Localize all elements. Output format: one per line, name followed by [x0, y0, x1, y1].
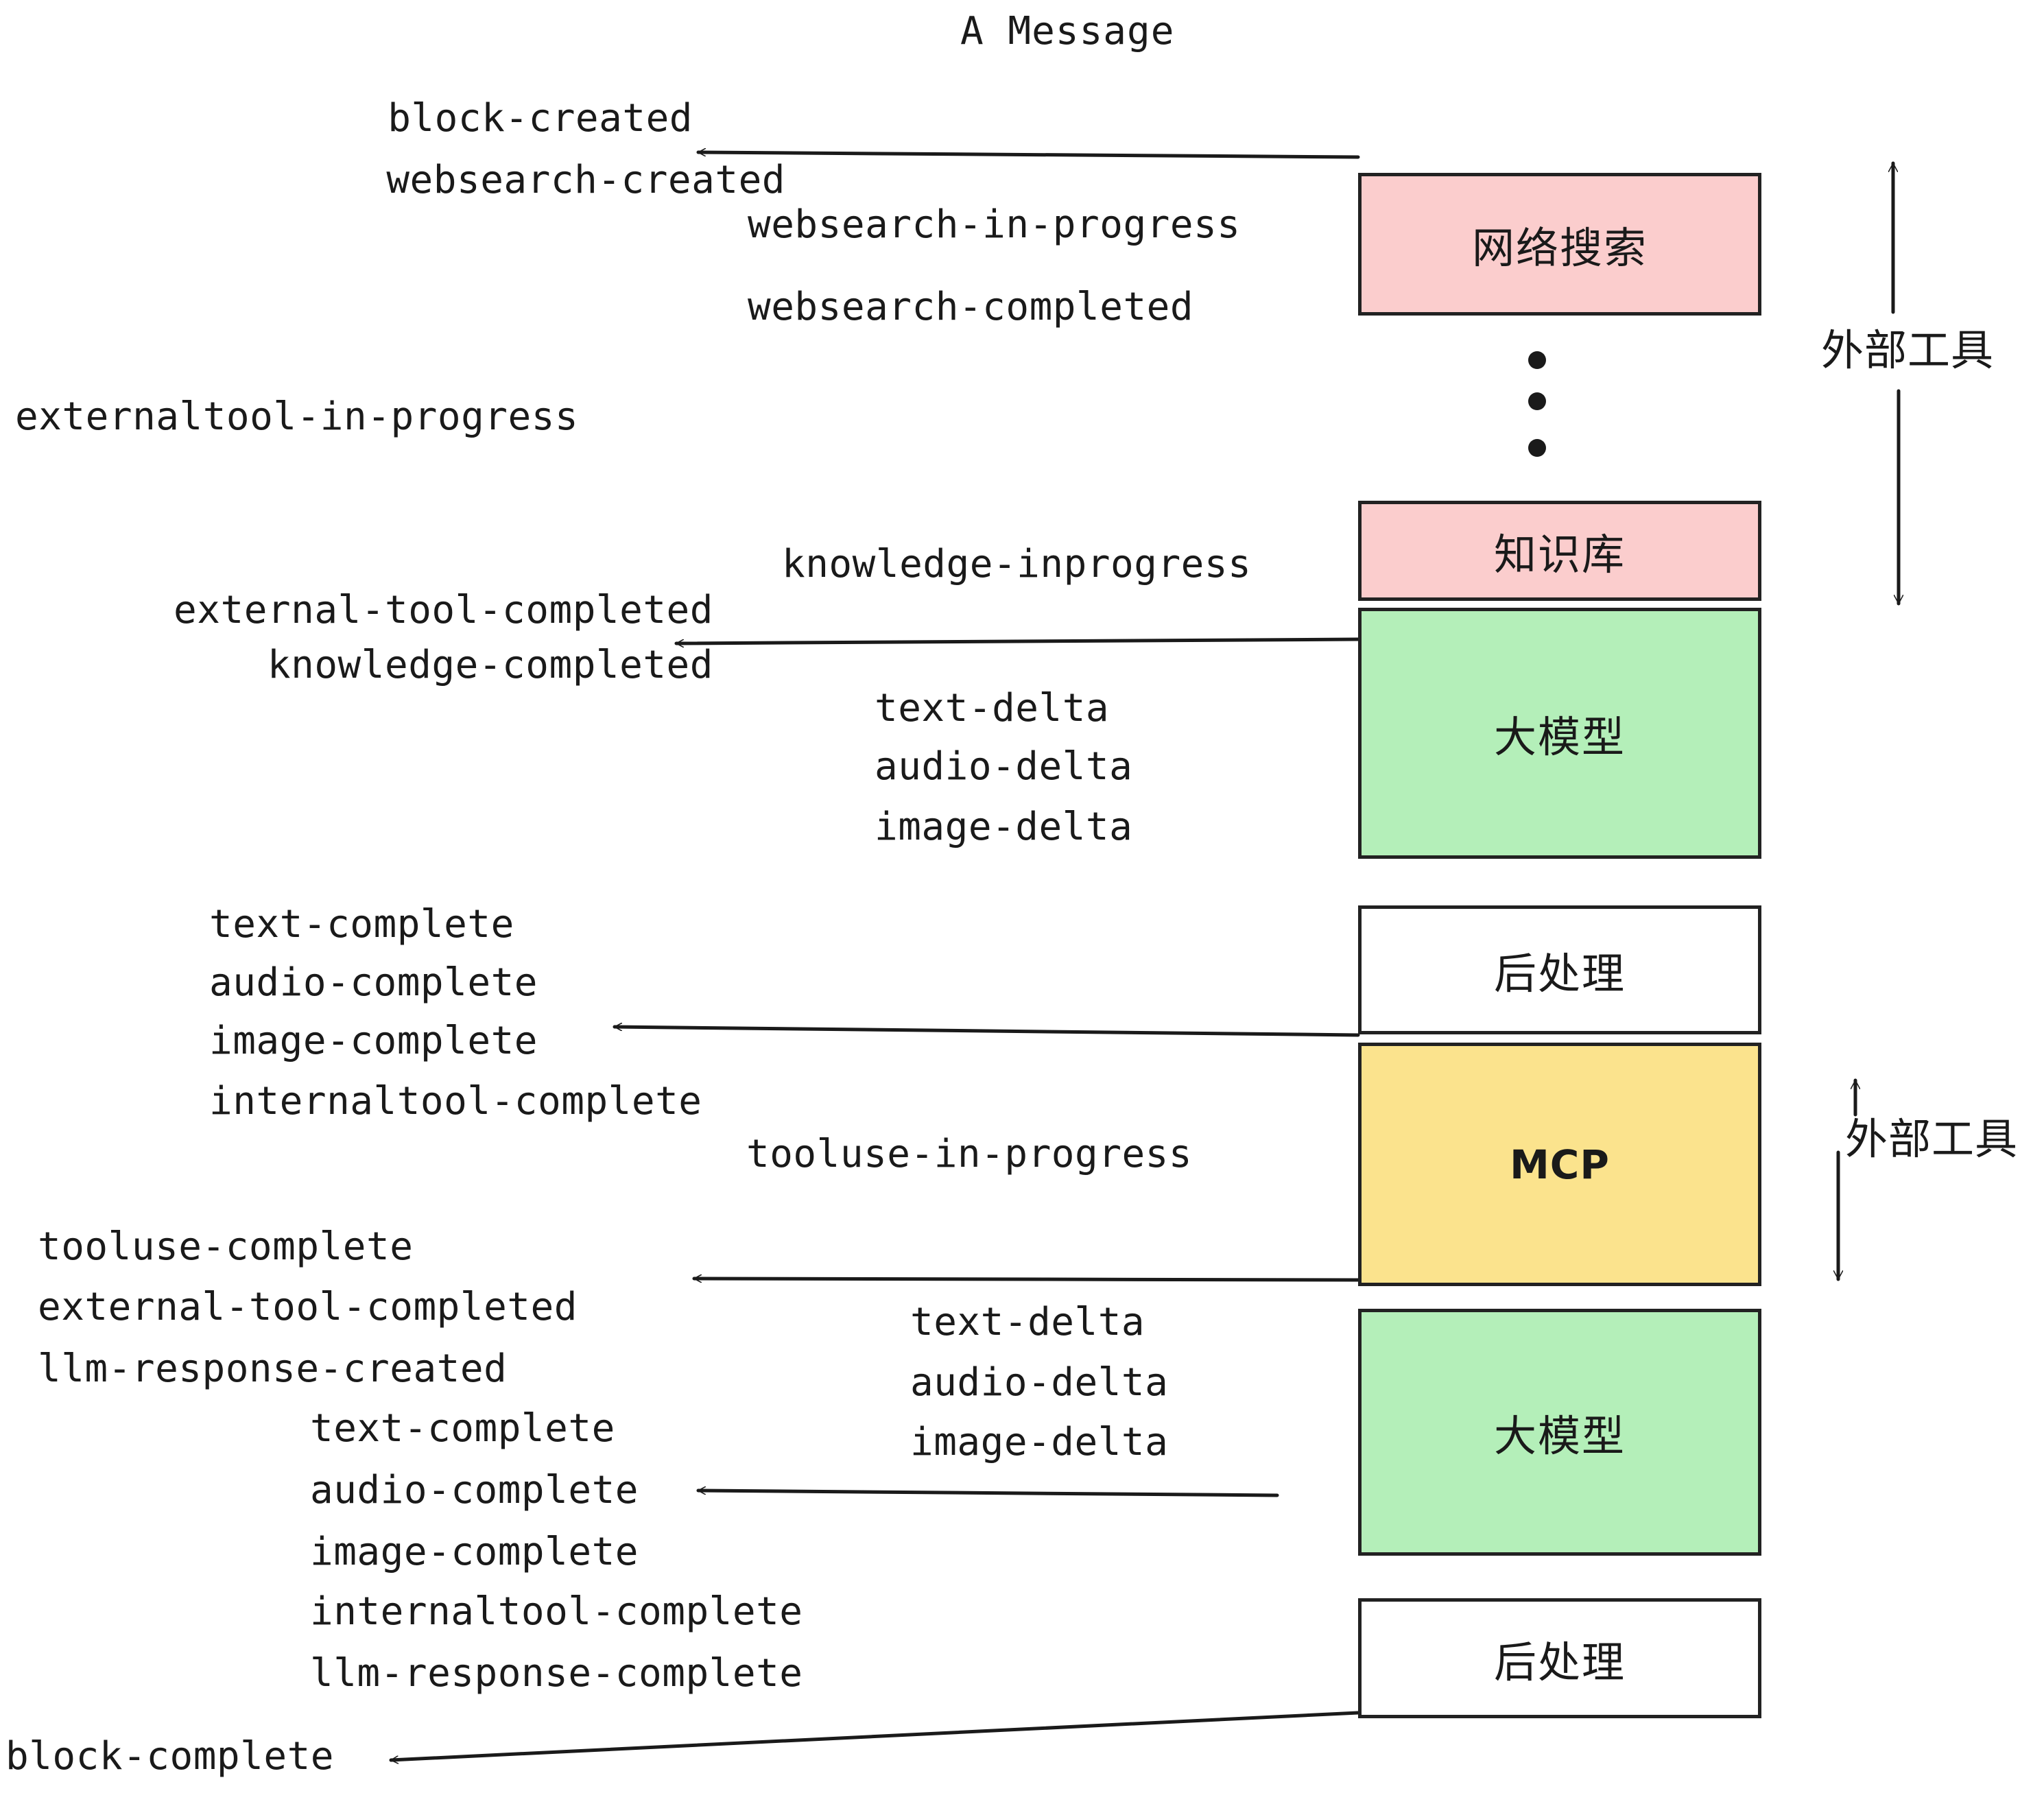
event-label-external-tool-completed-1: external-tool-completed	[174, 588, 713, 632]
event-label-block-created: block-created	[388, 96, 693, 141]
box-postprocess-1: 后处理	[1358, 905, 1761, 1034]
box-websearch: 网络搜索	[1358, 173, 1761, 316]
arrow-knowledge-done	[674, 637, 1360, 643]
ellipsis-dot-1	[1528, 351, 1546, 369]
event-label-audio-complete-1: audio-complete	[209, 960, 538, 1005]
event-label-websearch-created: websearch-created	[386, 158, 785, 202]
event-label-websearch-completed: websearch-completed	[748, 285, 1194, 329]
event-label-audio-delta-2: audio-delta	[910, 1360, 1169, 1405]
event-label-internaltool-complete-2: internaltool-complete	[310, 1589, 803, 1634]
event-label-knowledge-completed: knowledge-completed	[267, 643, 713, 687]
event-label-text-complete-1: text-complete	[209, 902, 514, 947]
box-llm-1: 大模型	[1358, 608, 1761, 859]
event-label-audio-complete-2: audio-complete	[310, 1468, 639, 1512]
box-knowledge: 知识库	[1358, 501, 1761, 601]
event-label-llm-response-created: llm-response-created	[38, 1346, 508, 1391]
arrow-tooluse-done	[692, 1279, 1360, 1280]
side-label-external-tool-bottom: 外部工具	[1845, 1114, 2019, 1164]
box-postprocess-2: 后处理	[1358, 1598, 1761, 1718]
box-llm-2: 大模型	[1358, 1309, 1761, 1556]
event-label-llm-response-complete: llm-response-complete	[310, 1651, 803, 1696]
event-label-text-delta-1: text-delta	[875, 686, 1110, 731]
event-label-text-delta-2: text-delta	[910, 1300, 1145, 1344]
event-label-externaltool-in-progress: externaltool-in-progress	[15, 394, 579, 439]
arrow-block-complete	[389, 1711, 1360, 1760]
side-label-external-tool-top: 外部工具	[1821, 325, 1995, 375]
arrow-image-complete	[613, 1027, 1360, 1037]
ellipsis-dot-3	[1528, 439, 1546, 457]
event-label-image-complete-1: image-complete	[209, 1019, 538, 1063]
box-mcp: MCP	[1358, 1043, 1761, 1286]
event-label-internaltool-complete-1: internaltool-complete	[209, 1079, 702, 1124]
event-label-image-complete-2: image-complete	[310, 1530, 639, 1574]
event-label-external-tool-completed-2: external-tool-completed	[38, 1285, 578, 1329]
event-label-image-delta-1: image-delta	[875, 805, 1133, 849]
ellipsis-dot-2	[1528, 392, 1546, 410]
arrow-block-created	[696, 152, 1360, 159]
arrow-audio-complete	[696, 1491, 1279, 1497]
event-label-tooluse-complete: tooluse-complete	[38, 1224, 414, 1269]
event-label-websearch-in-progress: websearch-in-progress	[748, 202, 1241, 247]
event-label-tooluse-in-progress: tooluse-in-progress	[746, 1132, 1193, 1176]
event-label-audio-delta-1: audio-delta	[875, 744, 1133, 789]
page-title: A Message	[960, 9, 1175, 54]
event-label-image-delta-2: image-delta	[910, 1420, 1169, 1464]
event-label-block-complete: block-complete	[5, 1734, 335, 1779]
event-label-knowledge-inprogress: knowledge-inprogress	[782, 542, 1252, 586]
event-label-text-complete-2: text-complete	[310, 1406, 615, 1451]
